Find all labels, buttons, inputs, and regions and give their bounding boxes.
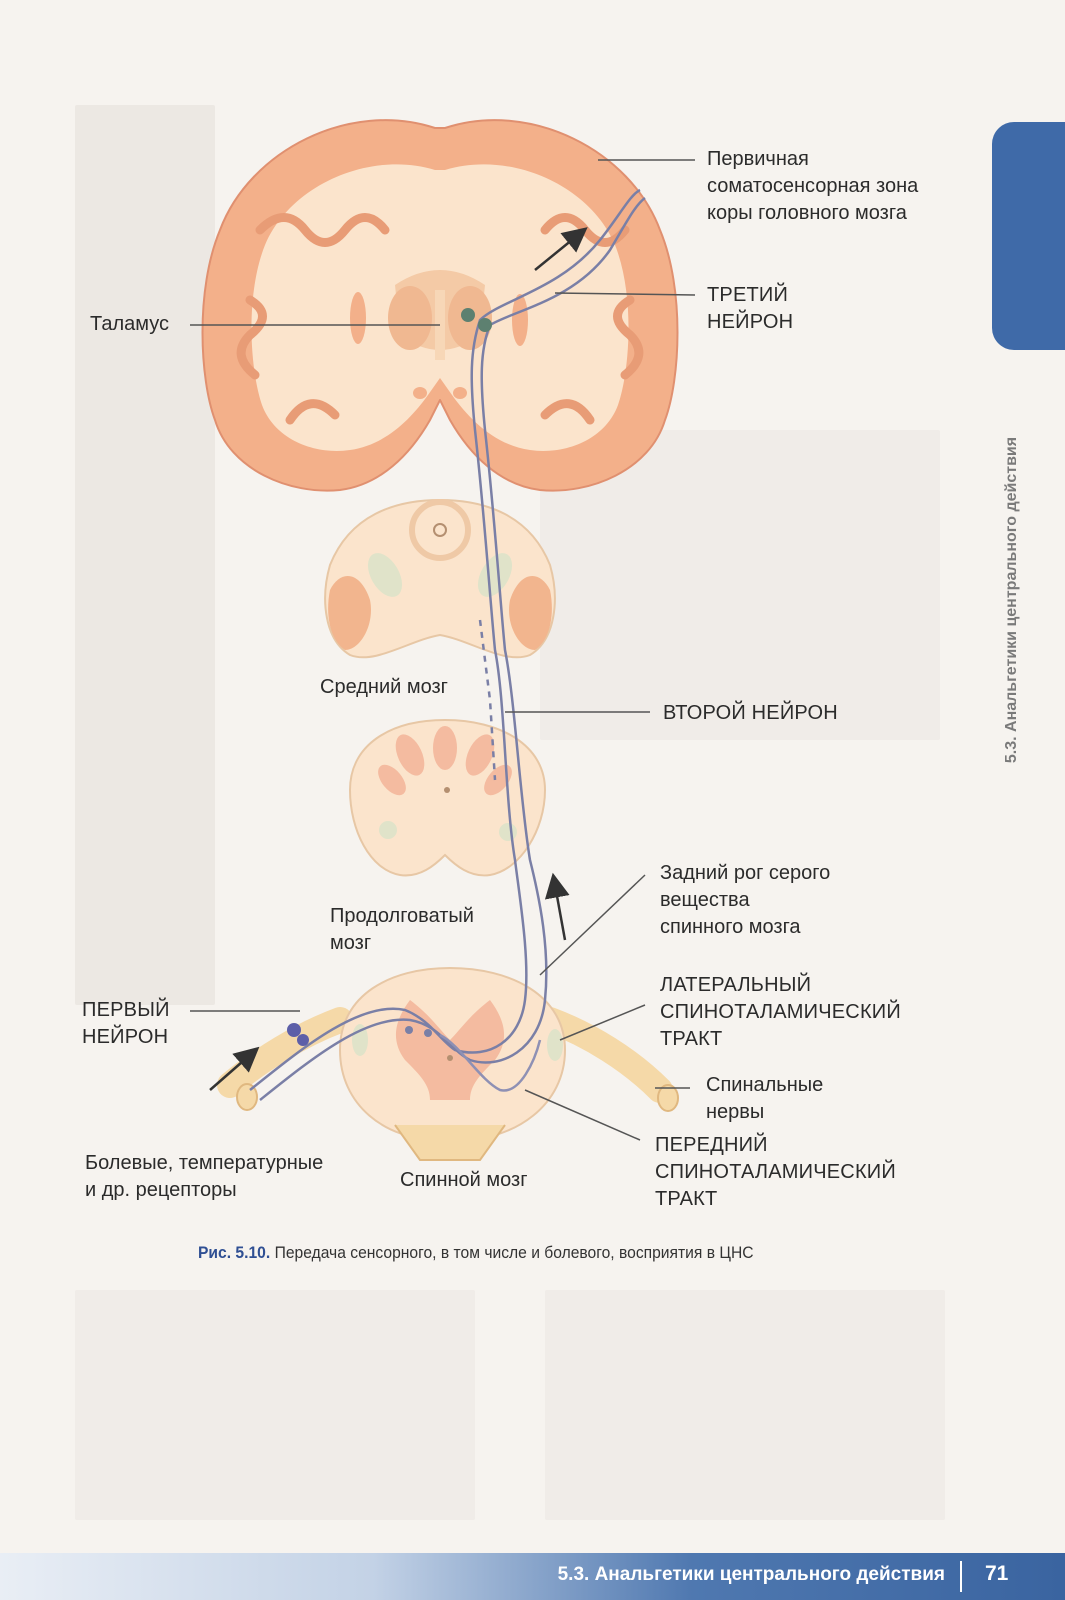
label-second-neuron: ВТОРОЙ НЕЙРОН — [663, 702, 838, 724]
label-midbrain: Средний мозг — [320, 676, 448, 698]
brain-section — [201, 119, 679, 492]
label-spinal-nerves: Спинальные нервы — [706, 1074, 824, 1123]
label-spinal-cord: Спинной мозг — [400, 1169, 528, 1191]
spinal-cord-section — [217, 966, 679, 1161]
label-cortex: Первичная соматосенсорная зона коры голо… — [707, 148, 919, 224]
label-medulla: Продолговатый мозг — [330, 905, 474, 954]
caption-text: Передача сенсорного, в том числе и болев… — [270, 1243, 754, 1262]
direction-arrows — [209, 227, 588, 1091]
chapter-side-tab — [992, 122, 1065, 350]
label-anterior-tract: ПЕРЕДНИЙ СПИНОТАЛАМИЧЕСКИЙ ТРАКТ — [655, 1134, 896, 1210]
page-footer: 5.3. Анальгетики центрального действия 7… — [0, 1553, 1065, 1600]
side-section-title: 5.3. Анальгетики центрального действия — [1003, 436, 1020, 764]
neuron-pathways — [249, 188, 646, 1101]
medulla-section — [348, 718, 547, 877]
page-number: 71 — [985, 1562, 1009, 1585]
neuron-bodies — [287, 308, 492, 1046]
figure-caption: Рис. 5.10. Передача сенсорного, в том чи… — [198, 1243, 754, 1263]
label-lateral-tract: ЛАТЕРАЛЬНЫЙ СПИНОТАЛАМИЧЕСКИЙ ТРАКТ — [660, 974, 901, 1050]
label-receptors: Болевые, температурные и др. рецепторы — [85, 1152, 324, 1201]
leader-lines — [190, 159, 696, 1141]
label-first-neuron: ПЕРВЫЙ НЕЙРОН — [82, 999, 170, 1048]
midbrain-section — [324, 498, 556, 659]
label-dorsal-horn: Задний рог серого вещества спинного мозг… — [660, 862, 831, 938]
footer-section-title: 5.3. Анальгетики центрального действия — [557, 1564, 945, 1585]
figure-number: Рис. 5.10. — [198, 1243, 271, 1262]
footer-separator — [960, 1561, 962, 1592]
label-thalamus: Таламус — [90, 313, 169, 335]
label-third-neuron: ТРЕТИЙ НЕЙРОН — [707, 284, 794, 333]
